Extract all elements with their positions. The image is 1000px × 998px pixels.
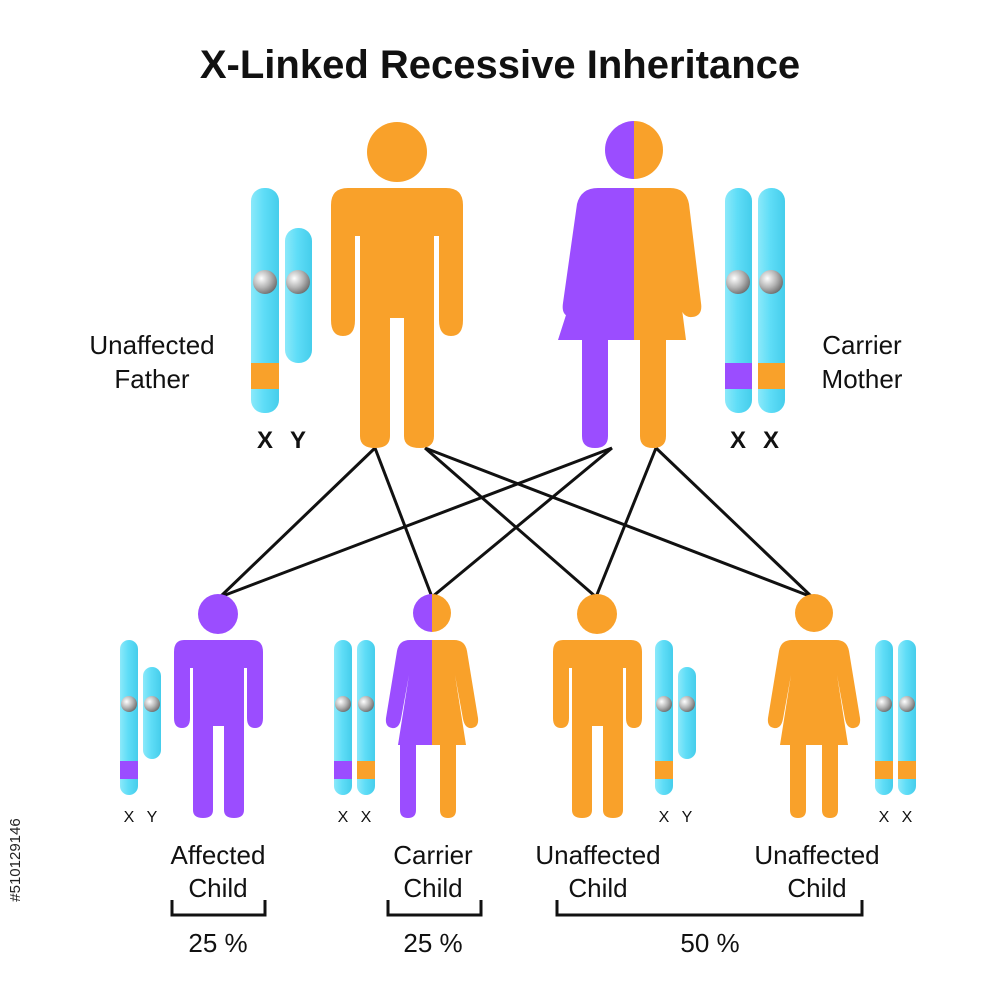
father-head bbox=[367, 122, 427, 182]
child-unaffected-daughter-head bbox=[795, 594, 833, 632]
mother-x2-allele-normal bbox=[758, 363, 785, 389]
child-affected-x-centromere bbox=[121, 696, 137, 712]
child-unaffected-daughter-x2-allele bbox=[898, 761, 916, 779]
child-unaffected-son-chrom-x: X bbox=[659, 809, 670, 826]
father-y-chromosome bbox=[285, 228, 312, 363]
mother-figure bbox=[558, 121, 702, 448]
father-x-centromere bbox=[253, 270, 277, 294]
line-mother-affected bbox=[219, 446, 613, 599]
child-unaffected-daughter-x1-centromere bbox=[876, 696, 892, 712]
child-affected-y-chromosome bbox=[143, 667, 161, 759]
mother-x2-chromosome bbox=[758, 188, 785, 413]
father-chrom-label-y: Y bbox=[290, 427, 306, 454]
child-carrier-chrom-x1: X bbox=[338, 809, 349, 826]
bracket-unaffected bbox=[555, 900, 864, 917]
father-figure bbox=[331, 122, 463, 448]
child-unaffected-son-head bbox=[577, 594, 617, 634]
diagram-title: X-Linked Recessive Inheritance bbox=[200, 43, 800, 87]
father-x-chromosome bbox=[251, 188, 279, 413]
mother-x1-chromosome bbox=[725, 188, 752, 413]
mother-shape bbox=[558, 121, 702, 448]
line-mother-unaffected-daughter bbox=[654, 446, 814, 599]
child-unaffected-son: X Y bbox=[553, 594, 696, 826]
child-unaffected-daughter-label-line1: Unaffected bbox=[754, 840, 879, 870]
child-affected-x-allele bbox=[120, 761, 138, 779]
child-carrier-daughter: X X bbox=[334, 594, 479, 826]
child-unaffected-son-label-line2: Child bbox=[568, 873, 627, 903]
child-affected-son: X Y bbox=[120, 594, 263, 826]
child-carrier-x2-chromosome bbox=[357, 640, 375, 795]
stock-image-id: #510129146 bbox=[7, 818, 24, 901]
father-label-line2: Father bbox=[114, 364, 189, 394]
mother-x1-allele-affected bbox=[725, 363, 752, 389]
line-mother-carrier bbox=[431, 446, 613, 599]
child-carrier-x2-allele bbox=[357, 761, 375, 779]
line-mother-unaffected-son bbox=[594, 447, 658, 598]
child-unaffected-daughter-x2-chromosome bbox=[898, 640, 916, 795]
child-carrier-x1-allele bbox=[334, 761, 352, 779]
father-y-centromere bbox=[286, 270, 310, 294]
father-chromosomes: X Y bbox=[251, 188, 312, 454]
child-carrier-x1-centromere bbox=[335, 696, 351, 712]
mother-chrom-label-x1: X bbox=[730, 427, 746, 454]
child-unaffected-daughter-chrom-x2: X bbox=[902, 809, 913, 826]
mother-chromosomes: X X bbox=[725, 188, 785, 454]
bracket-carrier bbox=[386, 900, 483, 917]
line-father-unaffected-daughter bbox=[424, 446, 813, 599]
child-unaffected-son-y-centromere bbox=[679, 696, 695, 712]
child-carrier-chrom-x2: X bbox=[361, 809, 372, 826]
percent-unaffected: 50 % bbox=[680, 928, 739, 958]
child-unaffected-son-chrom-y: Y bbox=[682, 809, 693, 826]
child-unaffected-daughter-body bbox=[767, 640, 861, 818]
child-unaffected-daughter-x2-centromere bbox=[899, 696, 915, 712]
child-carrier-label-line2: Child bbox=[403, 873, 462, 903]
child-unaffected-son-label-line1: Unaffected bbox=[535, 840, 660, 870]
inheritance-lines bbox=[218, 446, 814, 599]
child-unaffected-son-x-chromosome bbox=[655, 640, 673, 795]
child-affected-body bbox=[174, 640, 263, 818]
father-x-allele-normal bbox=[251, 363, 279, 389]
child-affected-x-chromosome bbox=[120, 640, 138, 795]
child-carrier-label-line1: Carrier bbox=[393, 840, 473, 870]
percent-affected: 25 % bbox=[188, 928, 247, 958]
child-unaffected-daughter-chrom-x1: X bbox=[879, 809, 890, 826]
child-affected-y-centromere bbox=[144, 696, 160, 712]
child-affected-label-line2: Child bbox=[188, 873, 247, 903]
mother-label-line1: Carrier bbox=[822, 330, 902, 360]
father-chrom-label-x: X bbox=[257, 427, 273, 454]
child-unaffected-daughter: X X bbox=[767, 594, 916, 826]
child-unaffected-daughter-x1-allele bbox=[875, 761, 893, 779]
child-unaffected-son-body bbox=[553, 640, 642, 818]
line-father-unaffected-son bbox=[424, 446, 597, 599]
child-carrier-x2-centromere bbox=[358, 696, 374, 712]
child-affected-chrom-y: Y bbox=[147, 809, 158, 826]
father-label-line1: Unaffected bbox=[89, 330, 214, 360]
line-father-affected bbox=[218, 446, 377, 599]
child-unaffected-son-x-centromere bbox=[656, 696, 672, 712]
mother-x1-centromere bbox=[726, 270, 750, 294]
line-father-carrier bbox=[373, 447, 434, 598]
child-affected-label-line1: Affected bbox=[171, 840, 266, 870]
mother-x2-centromere bbox=[759, 270, 783, 294]
child-unaffected-daughter-x1-chromosome bbox=[875, 640, 893, 795]
father-body bbox=[331, 188, 463, 448]
child-affected-head bbox=[198, 594, 238, 634]
mother-label-line2: Mother bbox=[822, 364, 903, 394]
child-unaffected-daughter-label-line2: Child bbox=[787, 873, 846, 903]
mother-chrom-label-x2: X bbox=[763, 427, 779, 454]
child-unaffected-son-x-allele bbox=[655, 761, 673, 779]
child-affected-chrom-x: X bbox=[124, 809, 135, 826]
bracket-affected bbox=[170, 900, 267, 917]
percent-carrier: 25 % bbox=[403, 928, 462, 958]
child-carrier-x1-chromosome bbox=[334, 640, 352, 795]
child-unaffected-son-y-chromosome bbox=[678, 667, 696, 759]
